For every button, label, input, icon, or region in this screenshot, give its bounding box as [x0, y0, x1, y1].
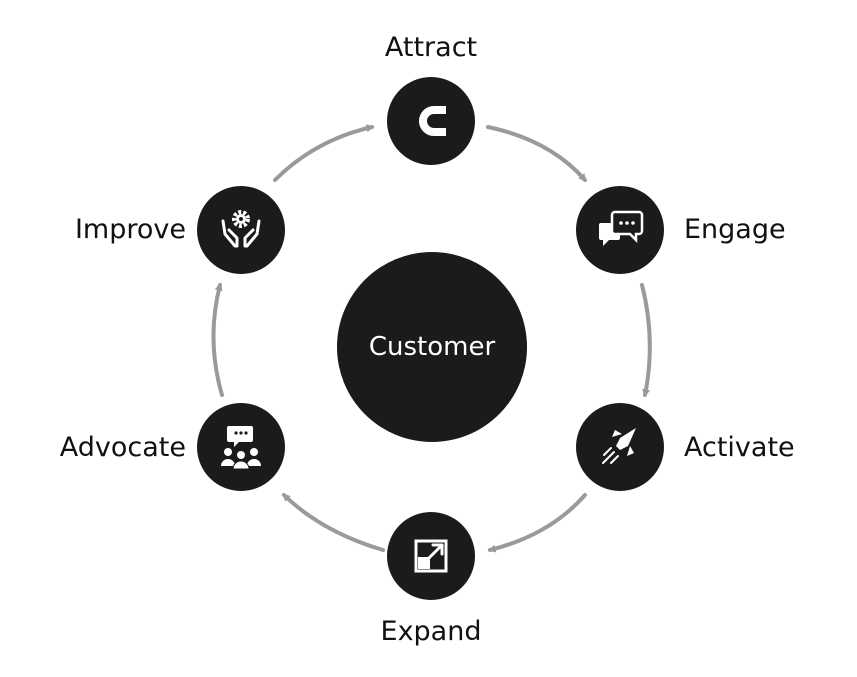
arrow-attract-to-engage	[486, 125, 587, 182]
stage-node-expand[interactable]	[387, 512, 475, 600]
stage-node-advocate[interactable]	[197, 403, 285, 491]
stage-label-activate: Activate	[684, 432, 795, 463]
arrow-expand-to-advocate	[282, 493, 385, 552]
rocket-launch-icon	[602, 428, 636, 464]
group-speech-icon	[221, 426, 261, 470]
arrow-activate-to-expand	[487, 493, 587, 553]
cycle-arrows	[211, 124, 652, 553]
stage-label-improve: Improve	[74, 214, 186, 245]
arrow-advocate-to-improve	[211, 282, 224, 397]
hands-gear-icon	[221, 210, 261, 248]
magnet-icon	[419, 106, 446, 136]
stage-node-engage[interactable]	[576, 186, 664, 274]
stage-label-attract: Attract	[384, 32, 478, 63]
stage-label-engage: Engage	[684, 214, 786, 245]
arrow-engage-to-activate	[640, 283, 652, 398]
expand-arrow-icon	[414, 539, 448, 573]
stage-node-attract[interactable]	[387, 77, 475, 165]
stage-node-improve[interactable]	[197, 186, 285, 274]
stage-label-expand: Expand	[380, 616, 482, 647]
stage-node-activate[interactable]	[576, 403, 664, 491]
arrow-improve-to-attract	[273, 124, 375, 182]
chat-bubbles-icon	[599, 210, 644, 246]
customer-center-circle	[337, 252, 527, 442]
stage-label-advocate: Advocate	[59, 432, 186, 463]
